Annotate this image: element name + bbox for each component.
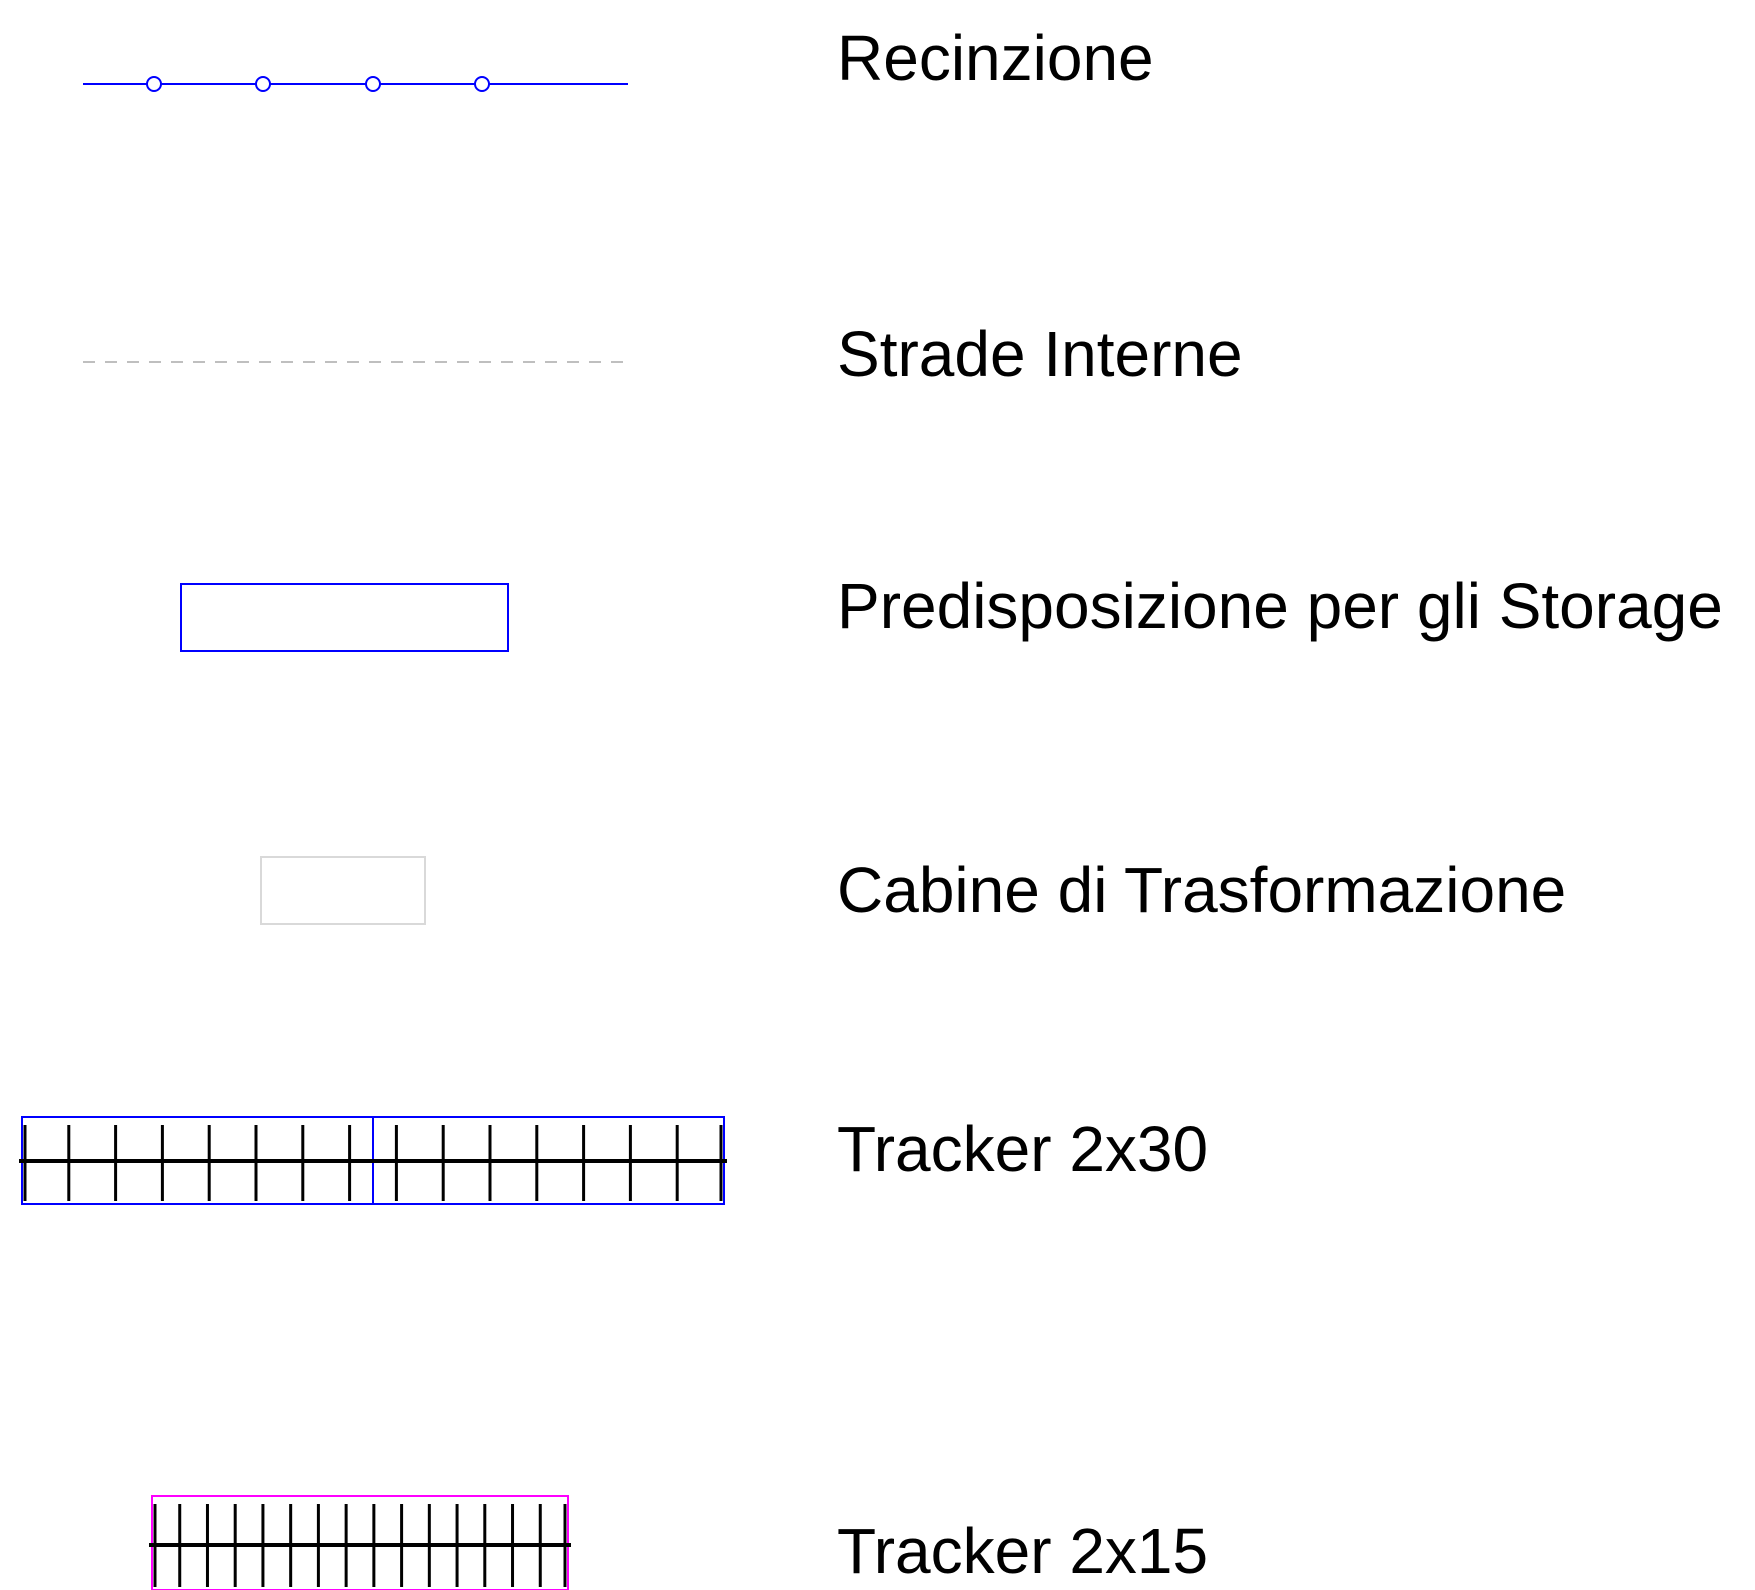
legend-label-fence: Recinzione	[837, 22, 1154, 94]
legend-label-storage: Predisposizione per gli Storage	[837, 570, 1723, 642]
fence-symbol	[83, 76, 628, 92]
fence-post	[365, 76, 381, 92]
storage-rectangle	[180, 583, 509, 652]
fence-post	[474, 76, 490, 92]
tracker-2x15-symbol	[149, 1495, 571, 1590]
legend-label-tracker-2x30: Tracker 2x30	[837, 1113, 1208, 1185]
legend-label-tracker-2x15: Tracker 2x15	[837, 1515, 1208, 1587]
tracker-2x30-symbol	[19, 1116, 727, 1205]
legend-label-roads: Strade Interne	[837, 318, 1243, 390]
transformer-cabin-rectangle	[260, 856, 426, 925]
fence-post	[146, 76, 162, 92]
legend-label-cabins: Cabine di Trasformazione	[837, 854, 1566, 926]
fence-post	[255, 76, 271, 92]
